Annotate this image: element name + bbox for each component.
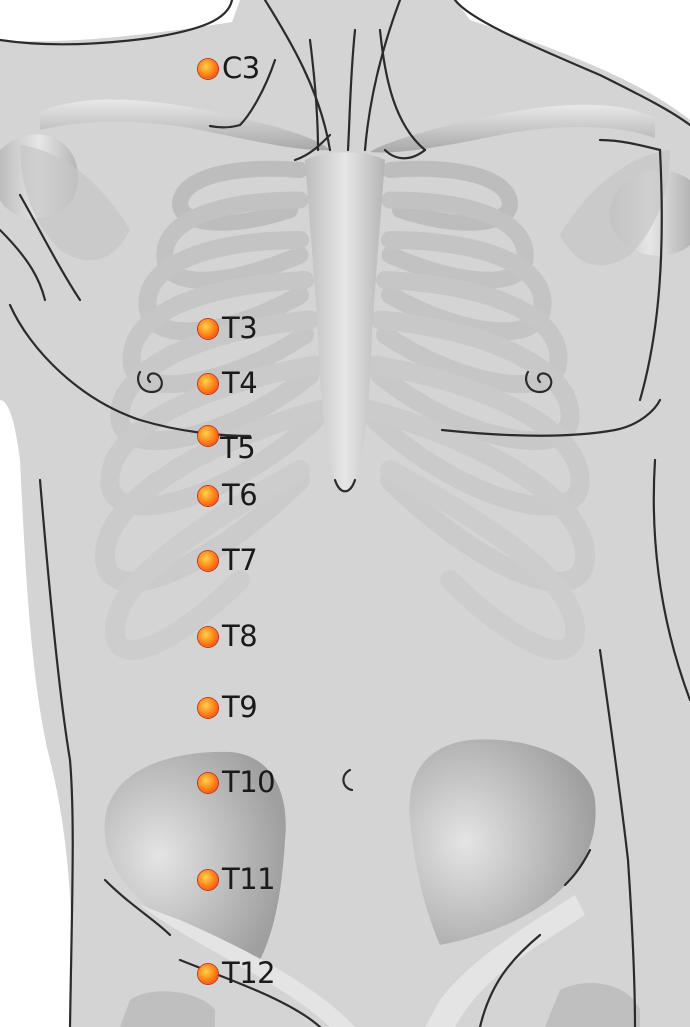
marker-dot-icon — [198, 486, 218, 506]
marker-label: T5 — [220, 434, 255, 463]
marker-dot-icon — [198, 964, 218, 984]
marker-dot-icon — [198, 374, 218, 394]
marker-dot-icon — [198, 319, 218, 339]
marker-t11: T11 — [198, 865, 275, 894]
marker-t9: T9 — [198, 693, 257, 722]
marker-dot-icon — [198, 59, 218, 79]
marker-label: T8 — [222, 622, 257, 651]
marker-t10: T10 — [198, 768, 275, 797]
marker-t4: T4 — [198, 369, 257, 398]
marker-label: C3 — [222, 54, 260, 83]
marker-t7: T7 — [198, 546, 257, 575]
marker-label: T6 — [222, 481, 257, 510]
marker-label: T9 — [222, 693, 257, 722]
marker-dot-icon — [198, 698, 218, 718]
marker-t8: T8 — [198, 622, 257, 651]
marker-t6: T6 — [198, 481, 257, 510]
marker-c3: C3 — [198, 54, 260, 83]
marker-dot-icon — [198, 870, 218, 890]
marker-label: T7 — [222, 546, 257, 575]
marker-label: T3 — [222, 314, 257, 343]
marker-dot-icon — [198, 426, 218, 446]
marker-label: T4 — [222, 369, 257, 398]
marker-dot-icon — [198, 551, 218, 571]
marker-t3: T3 — [198, 314, 257, 343]
marker-dot-icon — [198, 627, 218, 647]
marker-label: T11 — [222, 865, 275, 894]
marker-t12: T12 — [198, 959, 275, 988]
marker-t5: T5 — [198, 426, 218, 446]
marker-dot-icon — [198, 773, 218, 793]
marker-label: T10 — [222, 768, 275, 797]
marker-label: T12 — [222, 959, 275, 988]
